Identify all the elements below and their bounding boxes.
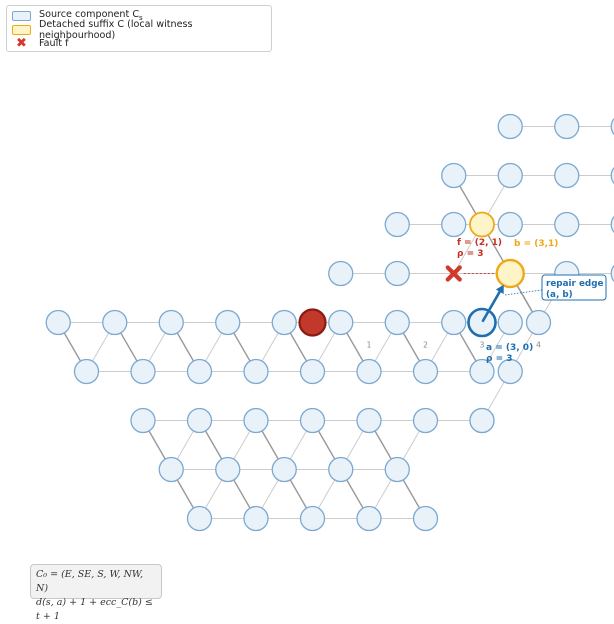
grid-node <box>497 162 523 189</box>
grid-node <box>299 358 326 385</box>
grid-node <box>328 260 354 287</box>
grid-node <box>328 309 354 336</box>
grid-node <box>497 113 523 140</box>
grid-node <box>497 309 523 336</box>
node-a <box>467 307 497 338</box>
axis-tick-1: 1 <box>367 341 372 350</box>
fault-rho-label: ρ = 3 <box>457 249 484 259</box>
fault-label: f = (2, 1) <box>457 238 502 248</box>
grid-node <box>130 358 156 385</box>
grid-node <box>186 505 213 532</box>
grid-node <box>271 456 297 483</box>
grid-node <box>271 309 297 336</box>
formula-line-1: C₀ = (E, SE, S, W, NW, N) <box>36 569 144 594</box>
grid-node <box>356 358 382 385</box>
grid-node <box>384 456 410 483</box>
grid-node <box>412 505 439 532</box>
axis-tick-2: 2 <box>423 341 428 350</box>
grid-node <box>610 215 614 234</box>
grid-node <box>328 456 354 483</box>
grid-node <box>554 162 580 189</box>
node-b <box>495 258 525 289</box>
legend-swatch-detached <box>12 24 31 35</box>
axis-tick-4: 4 <box>536 341 541 350</box>
grid-node <box>243 505 269 532</box>
repair-edge <box>481 288 503 323</box>
grid-node <box>186 407 213 434</box>
grid-node <box>356 505 382 532</box>
repair-leader-dotted <box>504 289 543 296</box>
grid-node <box>497 358 523 385</box>
legend-label-fault: Fault f <box>39 38 69 49</box>
b-label: b = (3,1) <box>514 239 558 249</box>
grid-node <box>610 264 614 283</box>
grid-node <box>412 358 439 385</box>
legend-label-detached: Detached suffix C (local witness neighbo… <box>38 18 193 41</box>
grid-node <box>441 162 467 189</box>
grid-node <box>299 407 326 434</box>
formula-box: C₀ = (E, SE, S, W, NW, N) d(s, a) + 1 + … <box>30 564 162 622</box>
fault-cross-b <box>445 265 462 282</box>
grid-node <box>441 211 467 238</box>
legend-swatch-source <box>12 10 31 21</box>
grid-node <box>102 309 128 336</box>
source-node <box>298 308 327 337</box>
grid-node <box>497 211 523 238</box>
formula-line-2: d(s, a) + 1 + ecc_C(b) ≤ t + 1 <box>36 597 153 622</box>
repair-edge-callout <box>541 274 607 301</box>
grid-node <box>130 407 156 434</box>
legend-item-source: Source component Cs <box>12 9 143 22</box>
legend-fault-icon: ✖ <box>16 36 27 51</box>
grid-node <box>45 309 71 336</box>
grid-node <box>186 358 213 385</box>
grid-node <box>299 505 326 532</box>
grid-node <box>215 309 241 336</box>
legend-item-fault: ✖ Fault f <box>12 37 68 50</box>
grid-node <box>525 309 552 336</box>
grid-node <box>356 407 382 434</box>
grid-node <box>215 456 241 483</box>
a-rho-label: ρ = 3 <box>486 354 513 364</box>
repair-edge-arrowhead <box>495 284 504 294</box>
grid-node <box>384 211 410 238</box>
grid-node <box>158 309 184 336</box>
grid-node <box>441 309 467 336</box>
axis-tick-3: 3 <box>480 341 485 350</box>
grid-node <box>610 117 614 136</box>
a-label: a = (3, 0) <box>486 343 533 353</box>
legend-label-source: Source component Cs <box>39 9 143 22</box>
grid-node <box>412 407 439 434</box>
legend-item-detached: Detached suffix C (local witness neighbo… <box>12 19 271 41</box>
grid-node <box>469 358 495 385</box>
grid-node <box>554 211 580 238</box>
grid-node <box>469 407 495 434</box>
legend: Source component Cs Detached suffix C (l… <box>6 5 272 52</box>
grid-node <box>384 260 410 287</box>
grid-node <box>554 113 580 140</box>
repair-edge-label: repair edge <box>546 279 604 289</box>
grid-node <box>243 407 269 434</box>
grid-node <box>243 358 269 385</box>
grid-node <box>610 166 614 185</box>
grid-node <box>73 358 100 385</box>
repair-edge-pair: (a, b) <box>546 290 573 300</box>
grid-node <box>158 456 184 483</box>
grid-node <box>384 309 410 336</box>
suffix-node <box>469 211 495 238</box>
